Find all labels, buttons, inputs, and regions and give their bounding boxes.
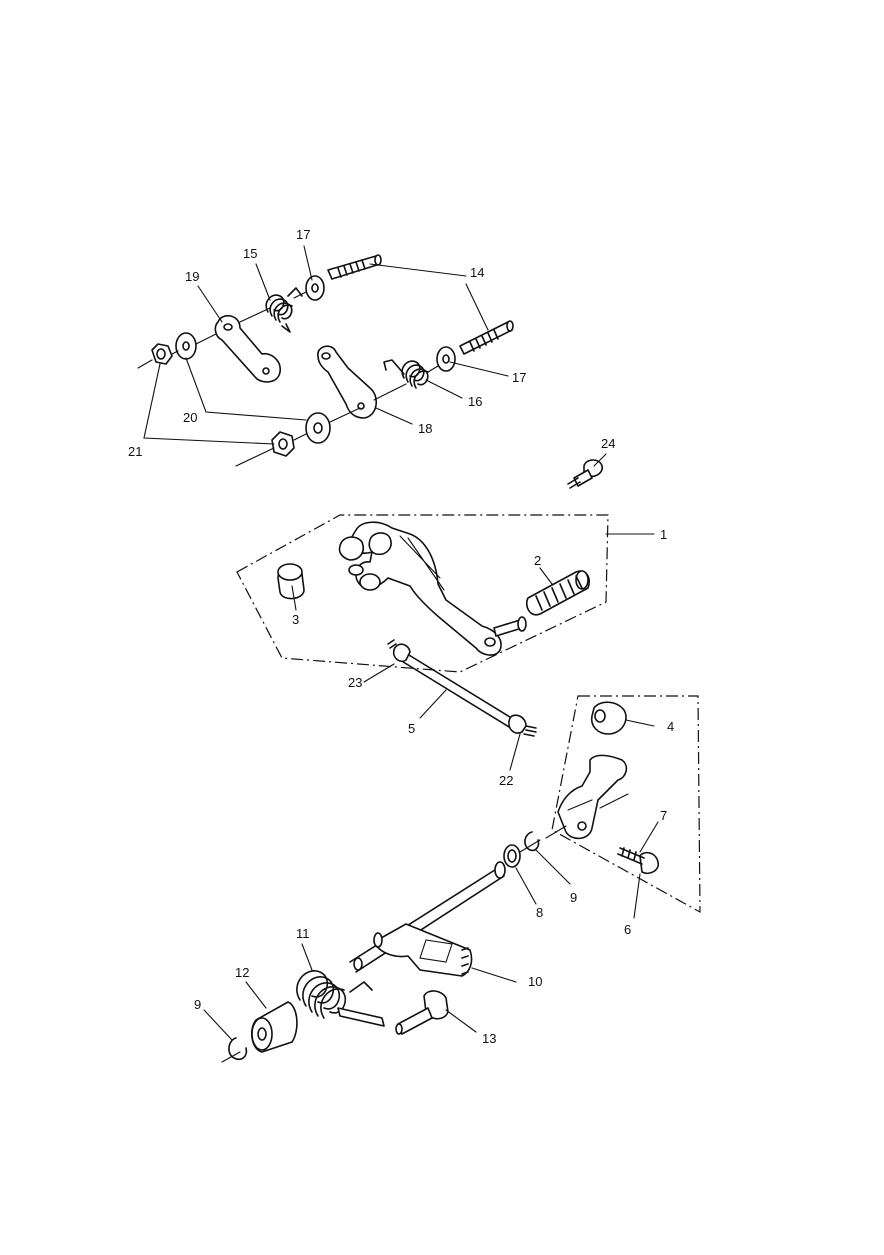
callout-4: 4: [667, 719, 674, 734]
link-rod-5: [387, 639, 537, 737]
pin-lower: [459, 320, 514, 355]
callout-20: 20: [183, 410, 197, 425]
callout-11: 11: [296, 926, 310, 941]
callout-2: 2: [534, 553, 541, 568]
return-spring-11: [296, 970, 385, 1027]
callout-6: 6: [624, 922, 631, 937]
washer-20-upper: [175, 332, 197, 360]
callout-17-upper: 17: [296, 227, 310, 242]
circlip-9-upper: [524, 831, 540, 852]
detent-bolt-24: [567, 459, 603, 489]
callout-18: 18: [418, 421, 432, 436]
link-arm-19: [214, 315, 281, 383]
washer-20-lower: [305, 412, 331, 444]
rubber-2: [525, 570, 591, 616]
callout-9-upper: 9: [570, 890, 577, 905]
gear-change-lever: [557, 754, 628, 840]
link-arm-18: [317, 345, 377, 419]
callout-3: 3: [292, 612, 299, 627]
washer-upper: [305, 275, 325, 301]
callout-13: 13: [482, 1031, 496, 1046]
callout-9-lower: 9: [194, 997, 201, 1012]
circlip-8: [503, 844, 521, 868]
callout-23: 23: [348, 675, 362, 690]
nut-21-upper: [151, 343, 173, 365]
pin-upper: [327, 254, 382, 280]
bush-3: [277, 563, 305, 600]
washer-lower: [436, 346, 456, 372]
callout-24: 24: [601, 436, 615, 451]
callout-14: 14: [470, 265, 484, 280]
callout-1: 1: [660, 527, 667, 542]
callout-8: 8: [536, 905, 543, 920]
callout-12: 12: [235, 965, 249, 980]
nut-21-lower: [271, 431, 295, 457]
callout-15: 15: [243, 246, 257, 261]
callout-5: 5: [408, 721, 415, 736]
bush-12: [250, 1001, 298, 1053]
callout-16: 16: [468, 394, 482, 409]
link-end-4: [590, 701, 627, 735]
stopper-bolt-13: [395, 990, 449, 1035]
callout-22: 22: [499, 773, 513, 788]
torsion-spring-upper: [265, 287, 303, 333]
circlip-9-lower: [228, 1037, 248, 1061]
torsion-spring-lower: [383, 359, 429, 389]
callout-19: 19: [185, 269, 199, 284]
clamp-bolt-7: [617, 847, 660, 875]
callout-21: 21: [128, 444, 142, 459]
callout-7: 7: [660, 808, 667, 823]
footrest-pin: [493, 616, 527, 637]
callout-10: 10: [528, 974, 542, 989]
gear-pedal-arm: [338, 521, 502, 656]
selector-shaft-10: [349, 861, 506, 977]
leader-lines: [143, 245, 659, 1041]
callout-17-lower: 17: [512, 370, 526, 385]
